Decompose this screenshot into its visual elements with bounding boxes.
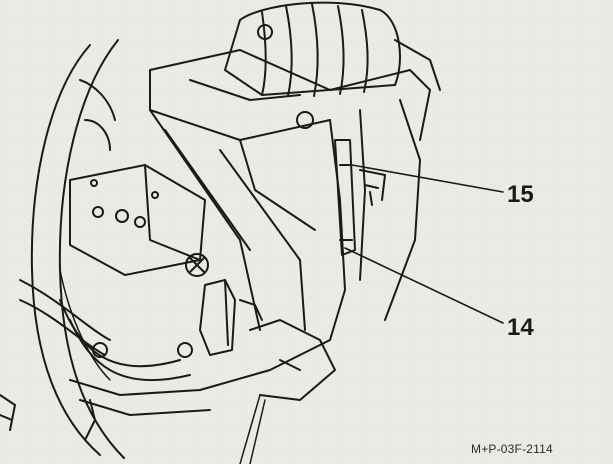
lower-frame [69,339,331,396]
cable [19,279,111,341]
callout-15: 15 [507,181,534,208]
lever-assembly [334,139,356,256]
housing-top [149,49,431,141]
figure-code: M+P-03F-2114 [471,442,553,456]
callout-14: 14 [507,314,534,341]
bezel-ring [30,44,101,456]
screw [185,253,209,277]
leader-line-14 [344,247,504,324]
ridged-dome [239,1,401,86]
leader-line-15 [351,164,504,193]
